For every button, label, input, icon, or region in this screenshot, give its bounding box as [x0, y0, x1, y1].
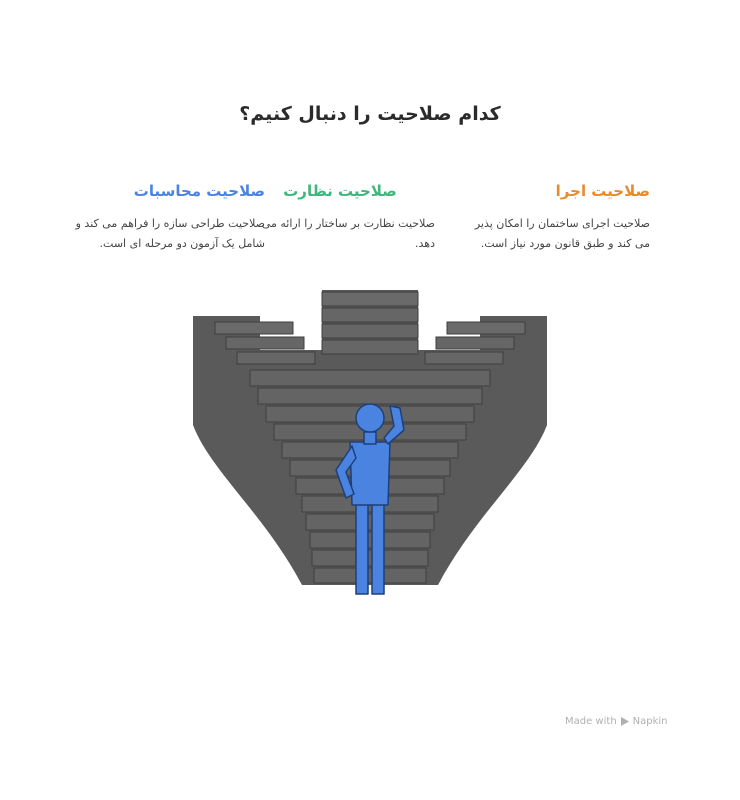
center-tower-blocks — [321, 291, 419, 355]
person-torso — [349, 441, 391, 506]
watermark-prefix: Made with — [565, 716, 617, 727]
napkin-logo-icon — [620, 717, 629, 726]
column-execution: صلاحیت اجرا صلاحیت اجرای ساختمان را امکا… — [460, 182, 650, 254]
watermark-brand: Napkin — [632, 716, 668, 727]
column-supervision: صلاحیت نظارت صلاحیت نظارت بر ساختار را ا… — [245, 182, 435, 254]
person-raised-arm — [383, 405, 405, 445]
column-heading: صلاحیت نظارت — [283, 182, 397, 200]
left-tower-steps — [214, 321, 316, 365]
watermark: Made with Napkin — [565, 716, 668, 727]
person-head — [355, 403, 385, 433]
right-tower-steps — [424, 321, 526, 365]
person-hip-arm — [335, 445, 357, 499]
page-title: کدام صلاحیت را دنبال کنیم؟ — [239, 103, 501, 125]
column-description: صلاحیت نظارت بر ساختار را ارائه می دهد. — [261, 217, 435, 250]
column-heading: صلاحیت اجرا — [555, 182, 650, 200]
column-heading: صلاحیت محاسبات — [133, 182, 265, 200]
column-description: صلاحیت طراحی سازه را فراهم می کند و شامل… — [75, 217, 265, 250]
person-figure — [335, 403, 405, 595]
column-description: صلاحیت اجرای ساختمان را امکان پذیر می کن… — [474, 217, 650, 250]
column-calculation: صلاحیت محاسبات صلاحیت طراحی سازه را فراه… — [75, 182, 265, 254]
